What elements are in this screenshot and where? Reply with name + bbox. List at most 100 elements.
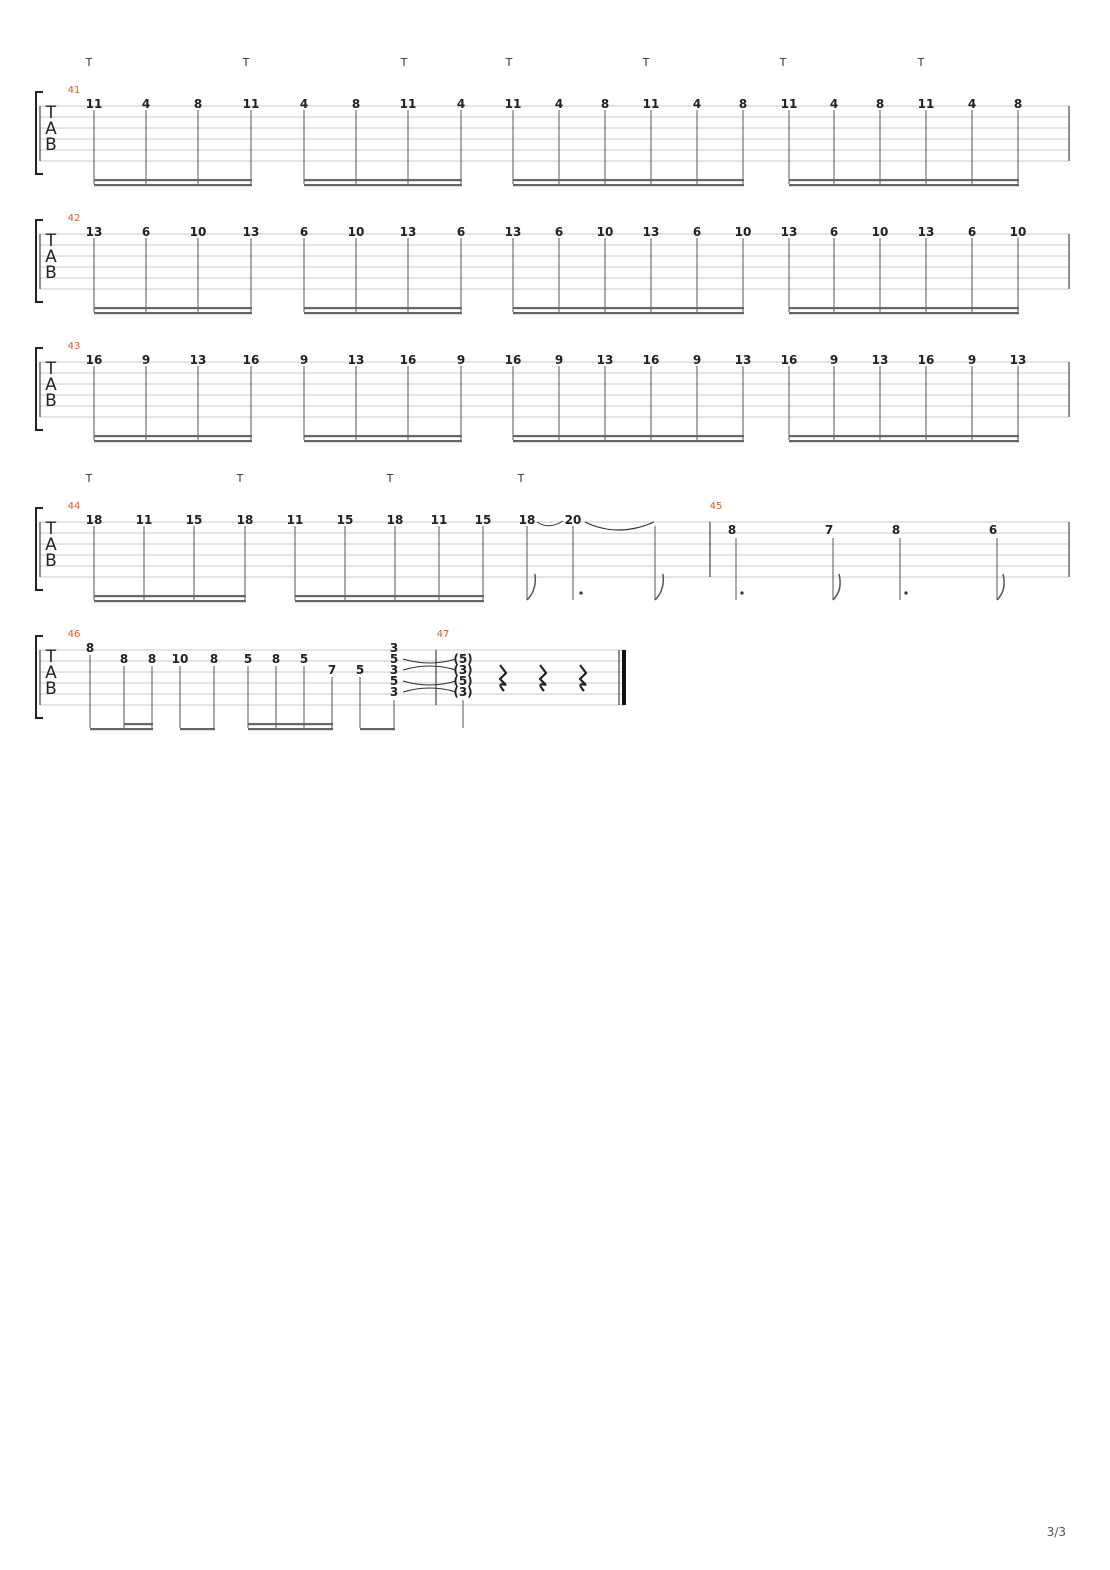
tab-clef-b: B bbox=[45, 551, 57, 571]
fret-number: 8 bbox=[120, 652, 128, 666]
tie-curve bbox=[402, 680, 457, 686]
fret-number: 7 bbox=[328, 663, 336, 677]
fret-number: 13 bbox=[872, 353, 889, 367]
fret-number: 13 bbox=[243, 225, 260, 239]
fret-number: 15 bbox=[475, 513, 492, 527]
tab-clef-a: A bbox=[45, 375, 57, 395]
fret-number: 16 bbox=[86, 353, 103, 367]
beam bbox=[360, 728, 395, 731]
tab-clef-t: T bbox=[45, 231, 57, 251]
fret-number: 8 bbox=[1014, 97, 1022, 111]
quarter-rest-icon bbox=[498, 664, 508, 692]
tap-marker: T bbox=[917, 56, 925, 69]
tap-marker: T bbox=[386, 472, 394, 485]
fret-number: 6 bbox=[300, 225, 308, 239]
beam bbox=[94, 595, 246, 598]
fret-number: 13 bbox=[918, 225, 935, 239]
fret-number: 10 bbox=[597, 225, 614, 239]
fret-number: 13 bbox=[190, 353, 207, 367]
fret-number: 4 bbox=[300, 97, 308, 111]
fret-number: 9 bbox=[968, 353, 976, 367]
chord-fret: 5 bbox=[390, 674, 398, 688]
note-flag bbox=[832, 573, 841, 601]
beam bbox=[295, 600, 484, 603]
page-number: 3/3 bbox=[1046, 1525, 1066, 1539]
tap-marker: T bbox=[236, 472, 244, 485]
fret-number: 11 bbox=[505, 97, 522, 111]
fret-number: 8 bbox=[728, 523, 736, 537]
fret-number: 6 bbox=[968, 225, 976, 239]
tied-fret: (3) bbox=[453, 685, 472, 699]
fret-number: 13 bbox=[1010, 353, 1027, 367]
fret-number: 6 bbox=[989, 523, 997, 537]
fret-number: 8 bbox=[210, 652, 218, 666]
measure-number: 47 bbox=[437, 629, 450, 640]
quarter-rest-icon bbox=[538, 664, 548, 692]
fret-number: 18 bbox=[86, 513, 103, 527]
system-bracket bbox=[35, 219, 43, 303]
fret-number: 8 bbox=[739, 97, 747, 111]
tab-clef-b: B bbox=[45, 679, 57, 699]
measure-number: 45 bbox=[710, 501, 723, 512]
beam bbox=[248, 723, 333, 726]
tab-clef-b: B bbox=[45, 391, 57, 411]
tap-marker: T bbox=[85, 472, 93, 485]
fret-number: 8 bbox=[601, 97, 609, 111]
fret-number: 7 bbox=[825, 523, 833, 537]
fret-number: 8 bbox=[272, 652, 280, 666]
note-flag bbox=[654, 573, 665, 601]
beam bbox=[513, 312, 744, 315]
chord-fret: 3 bbox=[390, 641, 398, 655]
beam bbox=[789, 435, 1019, 438]
fret-number: 10 bbox=[348, 225, 365, 239]
tap-marker: T bbox=[779, 56, 787, 69]
system-bracket bbox=[35, 91, 43, 175]
beam bbox=[304, 440, 462, 443]
tie-curve bbox=[402, 658, 457, 664]
beam bbox=[94, 435, 252, 438]
fret-number: 6 bbox=[693, 225, 701, 239]
beam bbox=[94, 184, 252, 187]
tab-clef-a: A bbox=[45, 535, 57, 555]
quarter-rest-icon bbox=[578, 664, 588, 692]
measure-number: 41 bbox=[68, 85, 81, 96]
beam bbox=[513, 440, 744, 443]
tab-clef-b: B bbox=[45, 263, 57, 283]
fret-number: 15 bbox=[186, 513, 203, 527]
system-bracket bbox=[35, 507, 43, 591]
tap-marker: T bbox=[85, 56, 93, 69]
dot bbox=[740, 591, 744, 595]
fret-number: 16 bbox=[243, 353, 260, 367]
fret-number: 4 bbox=[830, 97, 838, 111]
beam bbox=[513, 184, 744, 187]
beam bbox=[789, 184, 1019, 187]
fret-number: 11 bbox=[136, 513, 153, 527]
beam bbox=[94, 440, 252, 443]
beam bbox=[789, 307, 1019, 310]
fret-number: 6 bbox=[142, 225, 150, 239]
note-flag bbox=[996, 573, 1005, 601]
fret-number: 10 bbox=[172, 652, 189, 666]
tap-marker: T bbox=[400, 56, 408, 69]
tap-marker: T bbox=[505, 56, 513, 69]
fret-number: 8 bbox=[892, 523, 900, 537]
tied-fret: (5) bbox=[453, 674, 472, 688]
fret-number: 11 bbox=[643, 97, 660, 111]
fret-number: 11 bbox=[287, 513, 304, 527]
fret-number: 10 bbox=[190, 225, 207, 239]
fret-number: 11 bbox=[918, 97, 935, 111]
beam bbox=[789, 440, 1019, 443]
fret-number: 9 bbox=[142, 353, 150, 367]
fret-number: 5 bbox=[300, 652, 308, 666]
tap-marker: T bbox=[517, 472, 525, 485]
beam bbox=[513, 435, 744, 438]
fret-number: 18 bbox=[519, 513, 536, 527]
tab-clef-t: T bbox=[45, 519, 57, 539]
tie-curve bbox=[402, 665, 457, 671]
tab-clef-t: T bbox=[45, 103, 57, 123]
fret-number: 13 bbox=[400, 225, 417, 239]
beam bbox=[513, 307, 744, 310]
beam bbox=[789, 179, 1019, 182]
beam bbox=[304, 179, 462, 182]
